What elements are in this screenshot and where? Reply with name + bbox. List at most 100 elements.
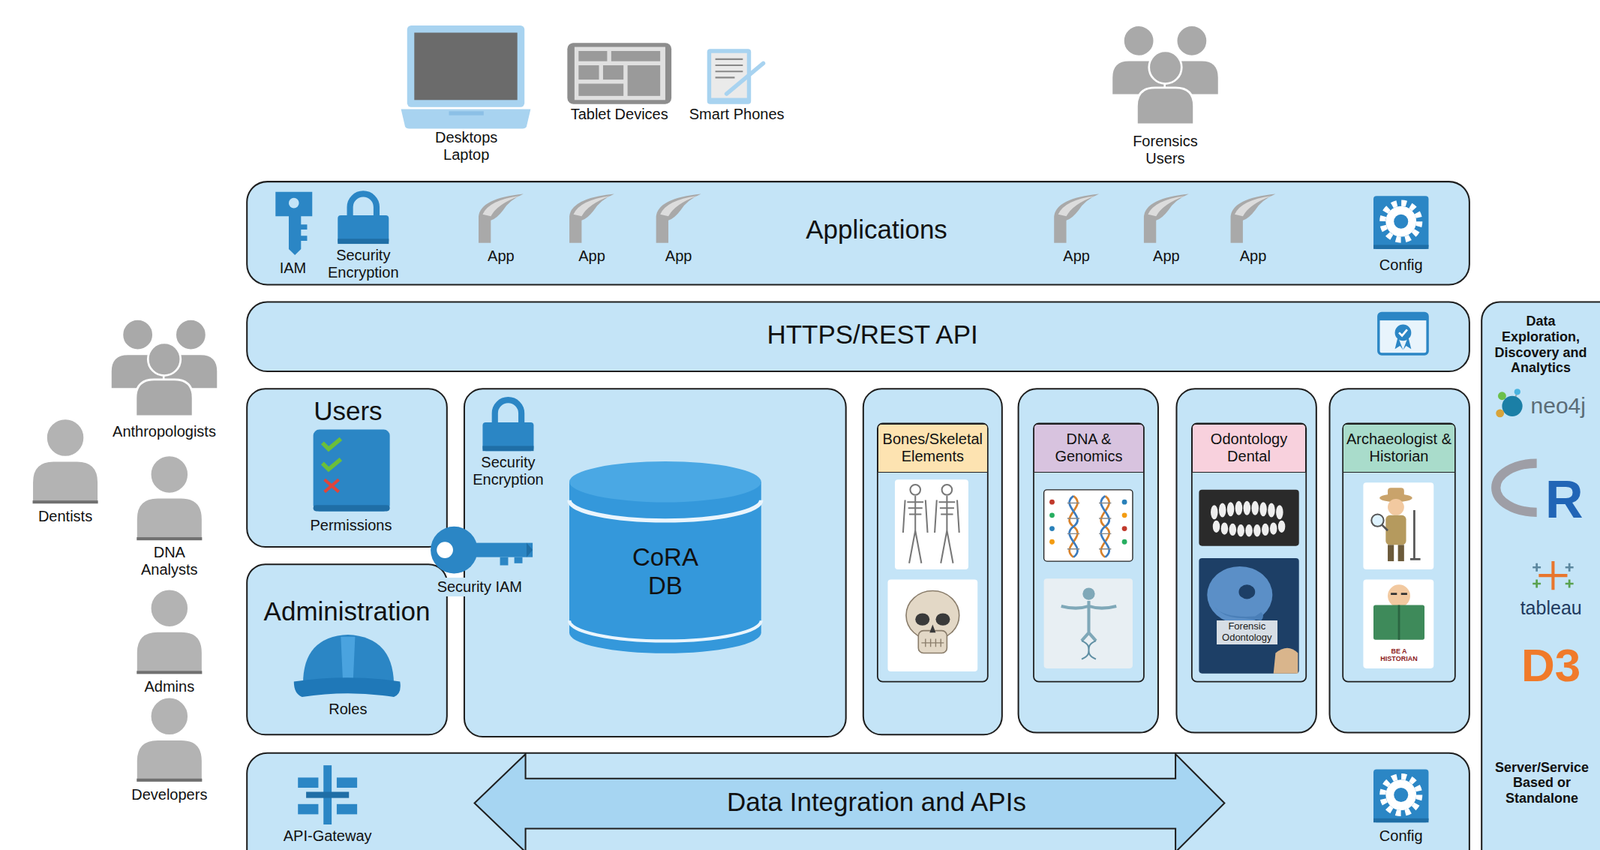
api-gateway-icon	[297, 777, 319, 788]
icon-caption: Config	[1370, 256, 1432, 274]
app-icon	[569, 193, 615, 243]
dna-image	[1049, 525, 1055, 532]
tablet-icon	[567, 42, 672, 105]
historian-cartoon	[1398, 605, 1401, 640]
forensic-skull-image	[1198, 558, 1299, 674]
tablet-icon	[567, 42, 672, 105]
panel-fill	[246, 302, 1470, 372]
config-gear-icon	[1382, 203, 1420, 241]
icon-caption: Anthropologists	[107, 423, 222, 441]
helmet-icon	[340, 636, 355, 682]
user-group-icon	[110, 25, 1219, 417]
lock-icon	[495, 399, 522, 424]
app-icon	[478, 193, 524, 243]
label-holder: Admins	[133, 678, 205, 696]
archaeologist-cartoon	[1385, 515, 1406, 545]
dna-image	[1122, 512, 1128, 518]
historian-cartoon	[1373, 605, 1425, 640]
archaeologist-cartoon	[1362, 482, 1434, 570]
archaeologist-cartoon	[1398, 544, 1405, 562]
label-holder: Forensic Odontology	[1216, 620, 1279, 645]
application-band: Applications	[246, 181, 1470, 285]
panel-fill	[1018, 388, 1159, 733]
icon-caption: App	[571, 247, 613, 265]
tableau-logo	[1532, 561, 1573, 590]
icon-caption: Config	[1370, 827, 1432, 845]
label-holder: App	[1056, 247, 1097, 265]
checklist-icon	[324, 479, 340, 492]
double-arrow	[474, 753, 1225, 850]
icon-caption: App	[480, 247, 522, 265]
user-icon-base	[33, 500, 203, 782]
laptop-icon	[407, 25, 525, 108]
image-caption: Forensic Odontology	[1216, 620, 1279, 645]
app-icon	[660, 195, 697, 217]
domain-panel: Bones/Skeletal Elements	[863, 388, 1003, 735]
panel-fill	[246, 564, 448, 735]
config-gear-icon	[1393, 214, 1408, 229]
dna-figure-image	[1044, 578, 1133, 669]
api-gateway-icon	[336, 777, 358, 788]
cylinder-shape	[569, 461, 762, 502]
skeleton-image	[903, 495, 928, 564]
config-gear-icon	[1373, 244, 1429, 249]
checklist-icon	[313, 504, 391, 511]
card-header: Bones/Skeletal Elements	[877, 423, 988, 473]
skull-image	[921, 638, 944, 647]
skull-image	[935, 612, 950, 625]
label-holder: D3	[1504, 638, 1597, 692]
laptop-icon	[449, 111, 484, 115]
icon-caption: Security IAM	[432, 577, 527, 597]
label-holder: App	[571, 247, 613, 265]
laptop-icon	[414, 33, 517, 101]
skull-image	[887, 579, 978, 672]
label-holder: Forensics Users	[1126, 132, 1204, 168]
phone-icon	[715, 59, 744, 78]
node-caption: Roles	[297, 700, 400, 718]
card-header: Archaeologist & Historian	[1342, 423, 1456, 473]
historian-cartoon	[1387, 584, 1411, 607]
certificate-icon	[1378, 313, 1428, 355]
label-holder: Config	[1370, 827, 1432, 845]
security-key-icon	[514, 557, 523, 564]
app-icon	[1058, 195, 1096, 217]
icon-caption: API-Gateway	[271, 827, 385, 845]
helmet-icon	[294, 677, 401, 697]
security-key-icon	[500, 557, 509, 566]
checklist-icon	[313, 429, 391, 512]
label-holder: R	[1542, 469, 1586, 531]
node-caption: Server/Service Based or Standalone	[1488, 759, 1595, 807]
app-icon	[482, 195, 520, 217]
config-gear-icon	[1373, 195, 1429, 250]
forensic-skull-image	[1214, 606, 1264, 621]
app-icon	[656, 193, 702, 243]
double-arrow	[474, 753, 1225, 850]
card-outline	[1033, 423, 1144, 682]
panel-fill	[246, 181, 1600, 850]
icon-caption: App	[1232, 247, 1273, 265]
label-holder: App	[657, 247, 699, 265]
config-gear-icon	[1382, 776, 1420, 814]
dna-image	[1049, 499, 1127, 545]
api-gateway-icon	[306, 791, 349, 798]
archaeologist-cartoon	[1381, 510, 1421, 559]
lock-icon	[482, 445, 534, 451]
tablet-icon	[578, 65, 599, 80]
tableau-logo	[1532, 579, 1573, 589]
teeth-xray-image	[1253, 524, 1261, 537]
teeth-xray-image	[1210, 501, 1285, 538]
teeth-xray-image	[1212, 520, 1221, 533]
label-holder: Desktops Laptop	[428, 129, 505, 164]
card-outline	[1191, 423, 1306, 682]
logo-text: R	[1542, 469, 1586, 531]
panel-fill	[1176, 388, 1316, 733]
user-icon	[136, 589, 203, 675]
dna-image	[1049, 539, 1055, 545]
teeth-xray-image	[1198, 489, 1299, 547]
panel-fill	[246, 388, 448, 547]
label-holder: tableau	[1503, 597, 1598, 619]
teeth-xray-image	[1235, 501, 1243, 516]
tablet-icon	[574, 47, 666, 101]
phone-icon	[726, 63, 764, 94]
